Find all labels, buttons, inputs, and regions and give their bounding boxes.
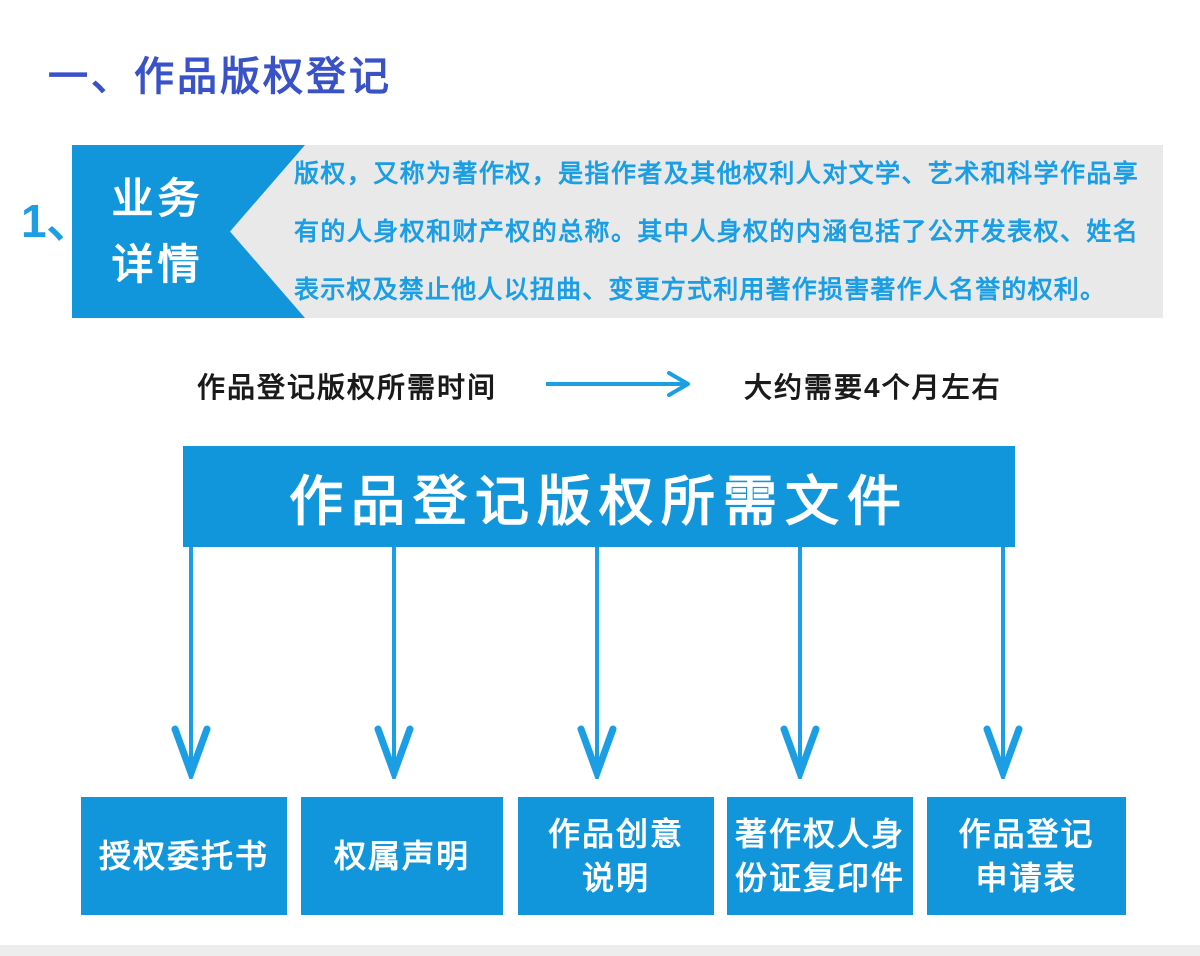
documents-banner: 作品登记版权所需文件: [183, 446, 1015, 547]
timeline-label: 作品登记版权所需时间: [197, 372, 498, 403]
document-box-creative-description: 作品创意 说明: [518, 797, 714, 915]
footer-strip: [0, 945, 1200, 956]
document-box-authorization-letter: 授权委托书: [81, 797, 287, 915]
document-label: 著作权人身: [734, 816, 905, 852]
down-arrow-icon: [780, 547, 820, 779]
document-box-registration-form: 作品登记 申请表: [927, 797, 1126, 915]
document-label: 份证复印件: [734, 860, 905, 896]
document-label: 权属声明: [333, 838, 470, 874]
down-arrow-icon: [171, 547, 211, 779]
badge-label-line: 详情: [111, 240, 204, 288]
timeline-value: 大约需要4个月左右: [744, 372, 1002, 403]
down-arrow-icon: [577, 547, 617, 779]
document-label: 说明: [581, 860, 650, 896]
down-arrow-icon: [983, 547, 1023, 779]
document-label: 授权委托书: [98, 838, 269, 874]
document-label: 作品创意: [547, 816, 684, 852]
document-label: 作品登记: [958, 816, 1095, 852]
business-description-wrap: 版权，又称为著作权，是指作者及其他权利人对文学、艺术和科学作品享有的人身权和财产…: [294, 145, 1139, 318]
document-label: 申请表: [975, 860, 1078, 896]
page-title: 一、作品版权登记: [48, 55, 392, 99]
down-arrow-icon: [374, 547, 414, 779]
business-description: 版权，又称为著作权，是指作者及其他权利人对文学、艺术和科学作品享有的人身权和财产…: [294, 159, 1139, 304]
right-arrow-icon: [546, 371, 690, 397]
document-box-id-copy: 著作权人身 份证复印件: [727, 797, 913, 915]
document-box-ownership-statement: 权属声明: [301, 797, 503, 915]
badge-label-line: 业务: [111, 175, 204, 223]
